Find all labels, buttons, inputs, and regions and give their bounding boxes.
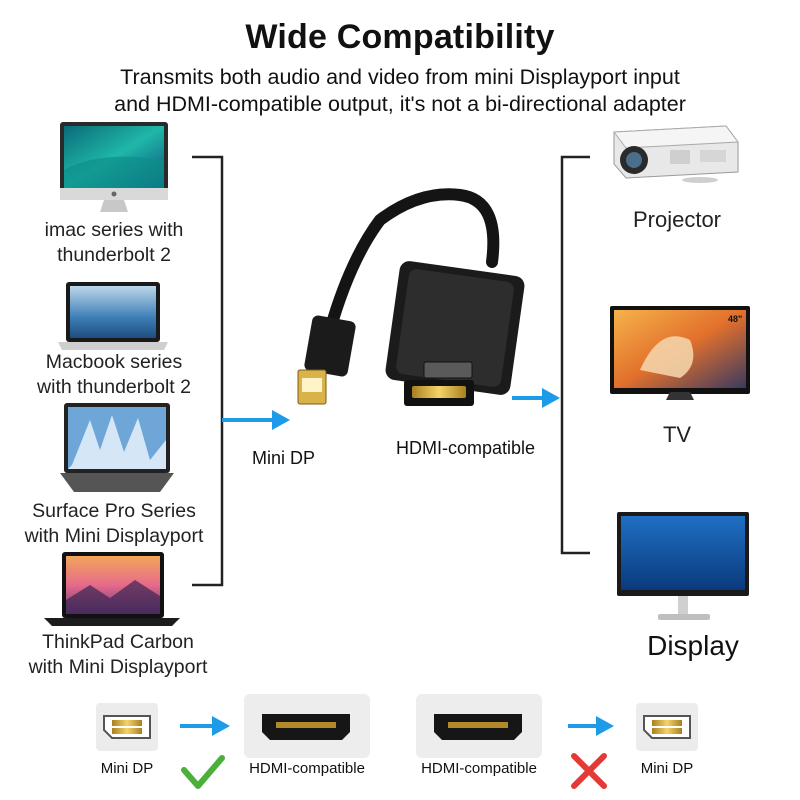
output-bracket [560,155,590,555]
imac-label-line1: imac series with [44,219,184,241]
surface-label-line2: with Mini Displayport [24,525,204,547]
adapter-cable-icon [297,188,525,406]
tv-icon: 48" [610,306,750,400]
surface-pro-icon [60,403,174,492]
subtitle-line-1: Transmits both audio and video from mini… [120,65,680,89]
imac-label-line2: thunderbolt 2 [57,244,171,266]
mini-dp-port-left-icon [96,703,158,751]
output-arrow [512,388,560,408]
projector-icon [613,125,739,183]
imac-icon [60,122,168,212]
adapter-output-label: HDMI-compatible [396,438,536,458]
thinkpad-label-line2: with Mini Displayport [28,656,208,678]
hdmi-port-left-icon [244,694,370,758]
input-label-thinkpad: ThinkPad Carbon with Mini Displayport [0,630,236,680]
thinkpad-icon [44,552,180,626]
bottom-label-mini-dp-left: Mini DP [100,760,154,777]
page-title: Wide Compatibility [245,18,555,56]
bottom-label-hdmi-left: HDMI-compatible [249,760,365,777]
bottom-label-mini-dp-right: Mini DP [640,760,694,777]
input-label-macbook: Macbook series with thunderbolt 2 [14,350,214,400]
input-bracket [192,155,224,587]
tv-size-label: 48" [728,314,742,324]
thinkpad-label-line1: ThinkPad Carbon [42,631,194,653]
subtitle: Transmits both audio and video from mini… [0,64,800,118]
macbook-label-line1: Macbook series [45,351,183,373]
monitor-icon [617,512,749,620]
output-label-projector: Projector [632,207,722,232]
input-label-imac: imac series with thunderbolt 2 [14,218,214,268]
subtitle-line-2: and HDMI-compatible output, it's not a b… [114,92,686,116]
mini-dp-port-right-icon [636,703,698,751]
macbook-label-line2: with thunderbolt 2 [37,376,191,398]
input-label-surface: Surface Pro Series with Mini Displayport [4,499,224,549]
hdmi-port-right-icon [416,694,542,758]
output-label-tv: TV [662,422,692,447]
direction-arrow-right [568,716,614,736]
cross-icon [571,753,607,789]
check-icon [181,755,225,789]
bottom-label-hdmi-right: HDMI-compatible [421,760,537,777]
input-arrow [222,410,290,430]
direction-arrow-left [180,716,230,736]
output-label-display: Display [647,630,739,661]
surface-label-line1: Surface Pro Series [32,500,196,522]
adapter-input-label: Mini DP [252,448,316,468]
macbook-icon [58,282,168,350]
